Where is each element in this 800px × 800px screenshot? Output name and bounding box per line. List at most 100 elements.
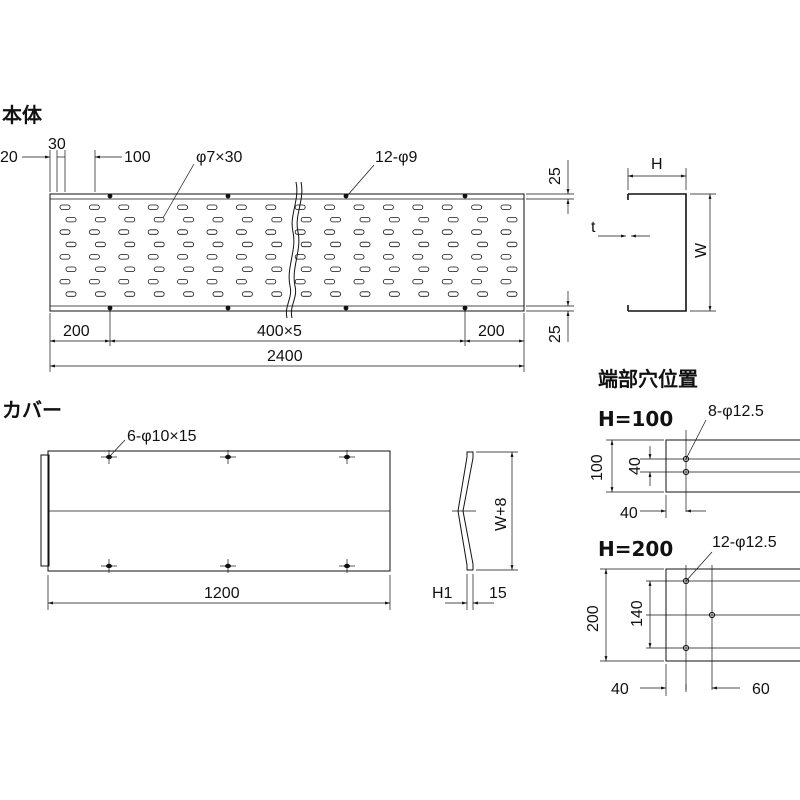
tray-slot bbox=[447, 266, 459, 272]
h200-height-200: 200 bbox=[585, 605, 602, 632]
tray-slot bbox=[65, 216, 77, 223]
cover-length-1200: 1200 bbox=[204, 585, 240, 602]
tray-slot bbox=[418, 291, 430, 297]
tray-slot bbox=[124, 241, 136, 248]
break-line bbox=[285, 181, 298, 319]
section-w-label: W bbox=[693, 242, 710, 258]
tray-slot bbox=[212, 291, 224, 297]
h200-offset-60: 60 bbox=[752, 681, 770, 698]
tray-slot bbox=[294, 254, 306, 260]
tray-slot bbox=[418, 241, 430, 248]
tray-slot bbox=[89, 229, 100, 235]
tray-slot bbox=[359, 291, 371, 297]
tray-slot bbox=[265, 229, 277, 235]
tray-slot bbox=[353, 204, 365, 210]
cover-mounting-holes bbox=[101, 450, 355, 573]
slot-size-label: φ7×30 bbox=[196, 149, 243, 166]
tray-slot bbox=[294, 229, 306, 235]
tray-slot bbox=[324, 278, 336, 285]
tray-slot bbox=[147, 204, 159, 210]
tray-slot bbox=[412, 229, 424, 235]
tray-slot bbox=[388, 216, 400, 223]
h200-hole bbox=[682, 577, 690, 585]
tray-slot bbox=[412, 278, 424, 285]
tray-slot bbox=[153, 291, 165, 297]
h100-hole bbox=[682, 455, 690, 463]
edge-top-25: 25 bbox=[547, 167, 564, 185]
tray-slot bbox=[500, 229, 512, 235]
cover-height-w8: W+8 bbox=[493, 498, 510, 531]
tray-slot bbox=[388, 266, 400, 272]
cover-end-cap bbox=[40, 454, 50, 567]
tray-slot bbox=[330, 266, 342, 272]
tray-slot bbox=[235, 278, 247, 285]
tray-slot bbox=[330, 216, 342, 223]
body-bottom-dimensions bbox=[49, 310, 525, 372]
tray-slot bbox=[241, 291, 253, 297]
body-title: 本体 bbox=[2, 103, 43, 127]
tray-slot bbox=[89, 254, 100, 260]
tray-slot bbox=[441, 204, 453, 210]
tray-slot bbox=[477, 266, 489, 272]
h200-pitch-140: 140 bbox=[629, 600, 646, 627]
tray-slot bbox=[324, 204, 336, 210]
h100-title: H=100 bbox=[598, 407, 673, 431]
tray-slot bbox=[265, 278, 277, 285]
tray-slot bbox=[506, 241, 518, 248]
tray-slot bbox=[353, 229, 365, 235]
h200-title: H=200 bbox=[598, 537, 673, 561]
cover-side-profile bbox=[445, 451, 518, 610]
tray-slot bbox=[447, 241, 459, 248]
tray-slot bbox=[418, 266, 430, 272]
tray-slot bbox=[147, 229, 159, 235]
h200-hole-label: 12-φ12.5 bbox=[712, 534, 777, 551]
cover-flange-15: 15 bbox=[489, 585, 507, 602]
section-t-label: t bbox=[591, 219, 596, 236]
tray-slot bbox=[124, 266, 136, 272]
tray-slot bbox=[471, 278, 483, 285]
tray-slot bbox=[447, 216, 459, 223]
tray-slot bbox=[359, 266, 371, 272]
end-holes-h200-drawing bbox=[600, 551, 800, 696]
tray-slot bbox=[147, 278, 159, 285]
tray-slot bbox=[477, 216, 489, 223]
tray-slot bbox=[183, 266, 195, 272]
tray-slot bbox=[241, 241, 253, 248]
tray-slot bbox=[388, 291, 400, 297]
tray-slot bbox=[118, 229, 130, 235]
cover-hole-label: 6-φ10×15 bbox=[127, 428, 197, 445]
tray-slot bbox=[353, 278, 365, 285]
tray-slot bbox=[412, 204, 424, 210]
tray-slot bbox=[65, 291, 77, 297]
end-holes-title: 端部穴位置 bbox=[598, 367, 698, 391]
tray-slot bbox=[382, 229, 394, 235]
tray-slot bbox=[183, 241, 195, 248]
tray-slot bbox=[441, 229, 453, 235]
tray-slot bbox=[235, 254, 247, 260]
tray-slot bbox=[324, 254, 336, 260]
h200-hole bbox=[708, 611, 716, 619]
tray-slot bbox=[271, 266, 283, 272]
tray-slot bbox=[477, 241, 489, 248]
tray-slot bbox=[118, 254, 130, 260]
tray-slot bbox=[212, 216, 224, 223]
tray-slot bbox=[153, 216, 165, 223]
tray-slot bbox=[506, 291, 518, 297]
tray-slot bbox=[471, 204, 483, 210]
cover-h1-label: H1 bbox=[432, 585, 453, 602]
tray-slot bbox=[271, 291, 283, 297]
tray-slot bbox=[241, 216, 253, 223]
tray-slot bbox=[300, 291, 312, 297]
tray-slot-pattern bbox=[59, 204, 518, 297]
tray-slot bbox=[124, 291, 136, 297]
tray-slot bbox=[477, 291, 489, 297]
tray-slot bbox=[118, 204, 130, 210]
tray-slot bbox=[353, 254, 365, 260]
tray-slot bbox=[95, 291, 106, 297]
dim-100: 100 bbox=[124, 149, 151, 166]
tray-slot bbox=[206, 204, 218, 210]
tray-slot bbox=[300, 266, 312, 272]
tray-body-drawing bbox=[49, 181, 525, 319]
cover-title: カバー bbox=[2, 398, 62, 422]
